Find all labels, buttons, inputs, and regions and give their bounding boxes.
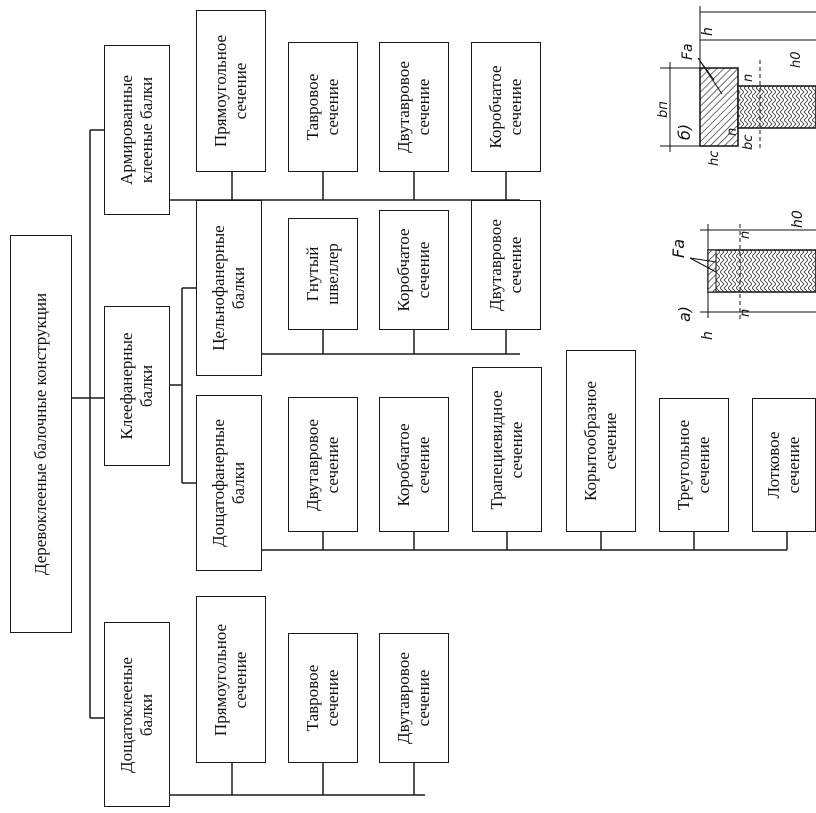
group-tselnofanernye: Цельнофанерные балки — [196, 200, 262, 376]
drawing-b-hc: hс — [707, 151, 722, 166]
drawing-a-n-top: n — [738, 231, 753, 239]
drawing-b-Fa: Fа — [680, 43, 696, 60]
drawing-b: б) Fа bп bс hс n n h h0 — [656, 6, 816, 166]
drawing-a: а) Fа n n h h0 — [669, 210, 816, 340]
group-doshchatokleenye: Дощатоклееные балки — [104, 622, 170, 807]
drawing-b-bc: bс — [741, 135, 756, 150]
drawing-b-flange — [699, 67, 739, 147]
drawing-a-h0: h0 — [790, 210, 806, 228]
drawing-b-label: б) — [675, 124, 694, 140]
drawing-a-n: n — [738, 309, 753, 317]
drawing-a-leader — [689, 257, 717, 263]
drawing-b-h: h — [700, 27, 716, 36]
group-doshchatofanernye: Дощатофанерные балки — [196, 395, 262, 571]
drawing-a-leader2 — [689, 257, 717, 273]
drawing-a-reinforcement — [707, 249, 717, 293]
drawing-b-leader2 — [697, 57, 723, 95]
drawing-a-Fa: Fа — [669, 239, 688, 258]
drawing-b-web — [737, 85, 816, 129]
drawing-b-h0: h0 — [789, 51, 804, 68]
drawing-a-h: h — [700, 331, 716, 340]
drawing-a-section — [707, 249, 816, 293]
group-kleefanernye: Клеефанерные балки — [104, 306, 170, 466]
drawing-b-n-top: n — [741, 74, 756, 82]
group-armirovannye: Армированные клееные балки — [104, 45, 170, 215]
drawing-b-n-bottom: n — [725, 128, 740, 136]
drawing-b-bn: bп — [656, 101, 671, 118]
root-node: Деревоклееные балочные конструкции — [10, 235, 72, 633]
drawing-a-label: а) — [675, 306, 694, 322]
